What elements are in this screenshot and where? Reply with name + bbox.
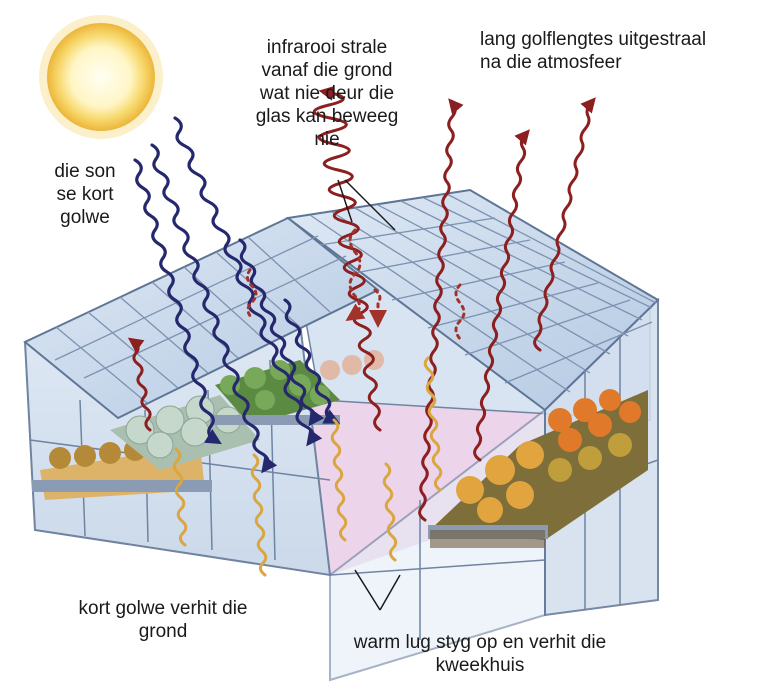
plants-left: [32, 395, 260, 500]
pointer-lines: [337, 179, 401, 611]
label-long-wavelengths: lang golflengtes uitgestraal na die atmo…: [480, 29, 707, 73]
label-warm-air: warm lug styg op en verhit die kweekhuis: [353, 632, 607, 676]
long-wave-rays: [127, 85, 596, 522]
greenhouse-left-roof: [23, 216, 380, 420]
trapped-infrared-rays: [245, 228, 466, 341]
label-infrared-ground: infrarooi strale vanaf die grond wat nie…: [255, 37, 399, 150]
plants-right: [428, 389, 648, 548]
warm-air-rays: [172, 356, 443, 577]
sun: [39, 15, 163, 139]
label-short-waves-heat: kort golwe verhit die grond: [78, 598, 248, 642]
short-wave-rays: [133, 116, 341, 474]
label-sun-short-waves: die son se kort golwe: [54, 161, 116, 228]
